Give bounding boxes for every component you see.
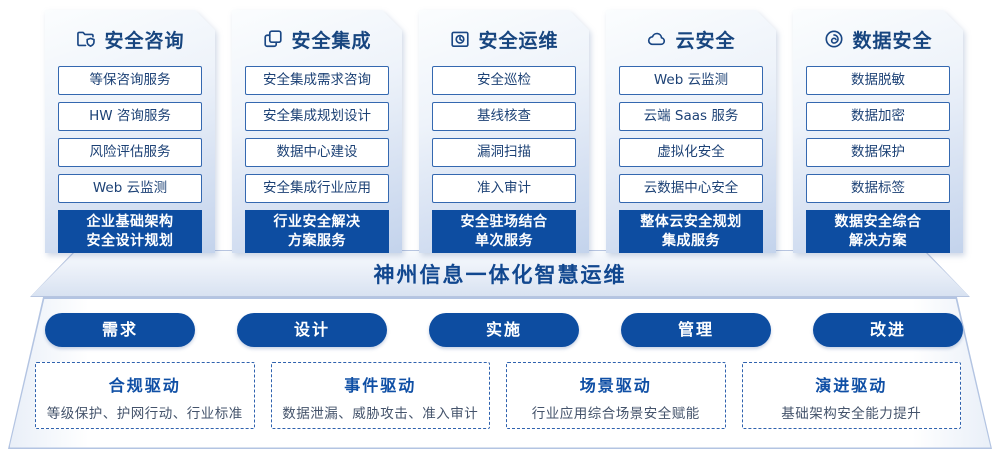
driver-evolution: 演进驱动 基础架构安全能力提升 [741, 362, 961, 429]
folder-shield-icon [75, 28, 97, 50]
card-body: 数据安全 数据脱敏 数据加密 数据保护 数据标签 数据安全综合 解决方案 [793, 10, 963, 253]
cloud-icon [646, 28, 668, 50]
card-footer: 行业安全解决 方案服务 [245, 210, 389, 254]
footer-line: 安全驻场结合 [460, 214, 548, 231]
card-security-integration: 安全集成 安全集成需求咨询 安全集成规划设计 数据中心建设 安全集成行业应用 行… [232, 10, 402, 253]
driver-title: 合规驱动 [108, 376, 181, 395]
card-body: 安全咨询 等保咨询服务 HW 咨询服务 风险评估服务 Web 云监测 企业基础架… [45, 10, 215, 253]
pill-management: 管理 [621, 313, 771, 347]
footer-line: 解决方案 [849, 233, 907, 249]
driver-compliance: 合规驱动 等级保护、护网行动、行业标准 [35, 362, 255, 429]
card-title: 安全集成 [291, 29, 372, 52]
card-title: 数据安全 [852, 29, 933, 52]
service-item: 基线核查 [432, 102, 576, 131]
service-item: 等保咨询服务 [58, 66, 202, 95]
drivers-row: 合规驱动 等级保护、护网行动、行业标准 事件驱动 数据泄漏、威胁攻击、准入审计 … [35, 362, 961, 429]
card-data-security: 数据安全 数据脱敏 数据加密 数据保护 数据标签 数据安全综合 解决方案 [793, 10, 963, 253]
folder-clock-icon [449, 28, 471, 50]
service-item: Web 云监测 [619, 66, 763, 95]
card-footer: 安全驻场结合 单次服务 [432, 210, 576, 254]
driver-scenario: 场景驱动 行业应用综合场景安全赋能 [506, 362, 726, 429]
driver-title: 演进驱动 [815, 376, 888, 395]
footer-line: 整体云安全规划 [640, 214, 742, 231]
service-item: 数据中心建设 [245, 138, 389, 167]
card-security-consulting: 安全咨询 等保咨询服务 HW 咨询服务 风险评估服务 Web 云监测 企业基础架… [45, 10, 215, 253]
banner-platform: 神州信息一体化智慧运维 [30, 250, 970, 297]
card-body: 安全运维 安全巡检 基线核查 漏洞扫描 准入审计 安全驻场结合 单次服务 [419, 10, 589, 253]
process-pills-row: 需求 设计 实施 管理 改进 [45, 313, 963, 347]
service-item: 风险评估服务 [58, 138, 202, 167]
pill-improvement: 改进 [813, 313, 963, 347]
card-header: 安全运维 [432, 24, 576, 54]
driver-desc: 行业应用综合场景安全赋能 [531, 406, 700, 422]
service-item: 数据保护 [806, 138, 950, 167]
service-item: 安全巡检 [432, 66, 576, 95]
pill-design: 设计 [237, 313, 387, 347]
service-cards-row: 安全咨询 等保咨询服务 HW 咨询服务 风险评估服务 Web 云监测 企业基础架… [45, 10, 963, 253]
driver-desc: 基础架构安全能力提升 [781, 406, 922, 422]
footer-line: 方案服务 [288, 233, 346, 249]
service-item: HW 咨询服务 [58, 102, 202, 131]
service-item: 虚拟化安全 [619, 138, 763, 167]
footer-line: 集成服务 [662, 233, 720, 249]
card-title: 云安全 [675, 29, 736, 52]
card-footer: 数据安全综合 解决方案 [806, 210, 950, 254]
service-item: 准入审计 [432, 174, 576, 203]
service-item: 数据标签 [806, 174, 950, 203]
service-item: 云端 Saas 服务 [619, 102, 763, 131]
service-item: Web 云监测 [58, 174, 202, 203]
service-item: 安全集成行业应用 [245, 174, 389, 203]
footer-line: 数据安全综合 [834, 214, 922, 231]
service-item: 漏洞扫描 [432, 138, 576, 167]
card-header: 安全咨询 [58, 24, 202, 54]
card-footer: 企业基础架构 安全设计规划 [58, 210, 202, 254]
service-item: 数据脱敏 [806, 66, 950, 95]
banner-platform-surface: 神州信息一体化智慧运维 [31, 251, 969, 296]
card-header: 安全集成 [245, 24, 389, 54]
card-security-operations: 安全运维 安全巡检 基线核查 漏洞扫描 准入审计 安全驻场结合 单次服务 [419, 10, 589, 253]
footer-line: 安全设计规划 [86, 233, 174, 249]
card-header: 数据安全 [806, 24, 950, 54]
card-footer: 整体云安全规划 集成服务 [619, 210, 763, 254]
footer-line: 行业安全解决 [273, 214, 361, 231]
fingerprint-icon [823, 28, 845, 50]
service-item: 安全集成规划设计 [245, 102, 389, 131]
card-header: 云安全 [619, 24, 763, 54]
driver-title: 事件驱动 [344, 376, 417, 395]
card-cloud-security: 云安全 Web 云监测 云端 Saas 服务 虚拟化安全 云数据中心安全 整体云… [606, 10, 776, 253]
card-body: 云安全 Web 云监测 云端 Saas 服务 虚拟化安全 云数据中心安全 整体云… [606, 10, 776, 253]
driver-event: 事件驱动 数据泄漏、威胁攻击、准入审计 [270, 362, 490, 429]
pill-requirement: 需求 [45, 313, 195, 347]
service-item: 数据加密 [806, 102, 950, 131]
driver-desc: 等级保护、护网行动、行业标准 [46, 406, 243, 422]
pill-implementation: 实施 [429, 313, 579, 347]
card-title: 安全运维 [478, 29, 559, 52]
card-body: 安全集成 安全集成需求咨询 安全集成规划设计 数据中心建设 安全集成行业应用 行… [232, 10, 402, 253]
service-item: 安全集成需求咨询 [245, 66, 389, 95]
footer-line: 企业基础架构 [86, 214, 174, 231]
footer-line: 单次服务 [475, 233, 533, 249]
driver-title: 场景驱动 [579, 376, 652, 395]
service-item: 云数据中心安全 [619, 174, 763, 203]
card-title: 安全咨询 [104, 29, 185, 52]
driver-desc: 数据泄漏、威胁攻击、准入审计 [282, 406, 479, 422]
banner-title: 神州信息一体化智慧运维 [373, 262, 627, 287]
documents-icon [262, 28, 284, 50]
